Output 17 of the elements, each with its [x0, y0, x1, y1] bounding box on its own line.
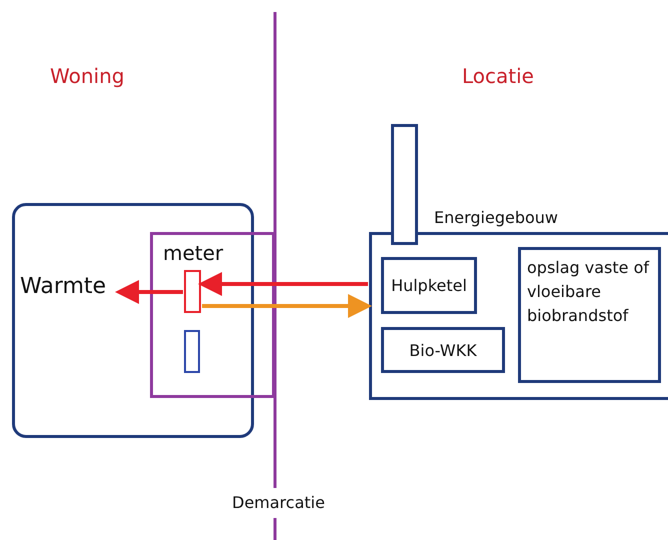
meter-symbol: [184, 330, 200, 373]
bio-wkk-box: Bio-WKK: [381, 327, 505, 373]
hulpketel-box: Hulpketel: [381, 257, 477, 314]
heat-meter-symbol: [184, 270, 201, 313]
chimney-box: [391, 124, 418, 245]
meter-area-box: [150, 232, 275, 398]
demarcation-label: Demarcatie: [232, 493, 325, 512]
section-title: Locatie: [462, 64, 534, 88]
heading-label: Energiegebouw: [434, 208, 558, 227]
warmte-label: Warmte: [20, 274, 118, 304]
arrow: [202, 294, 372, 318]
section-title: Woning: [50, 64, 124, 88]
heading-label: meter: [163, 241, 224, 265]
house-box: [12, 203, 254, 438]
arrow: [198, 272, 368, 296]
arrow: [115, 280, 183, 304]
storage-box: opslag vaste of vloeibare biobrandstof: [518, 247, 661, 383]
